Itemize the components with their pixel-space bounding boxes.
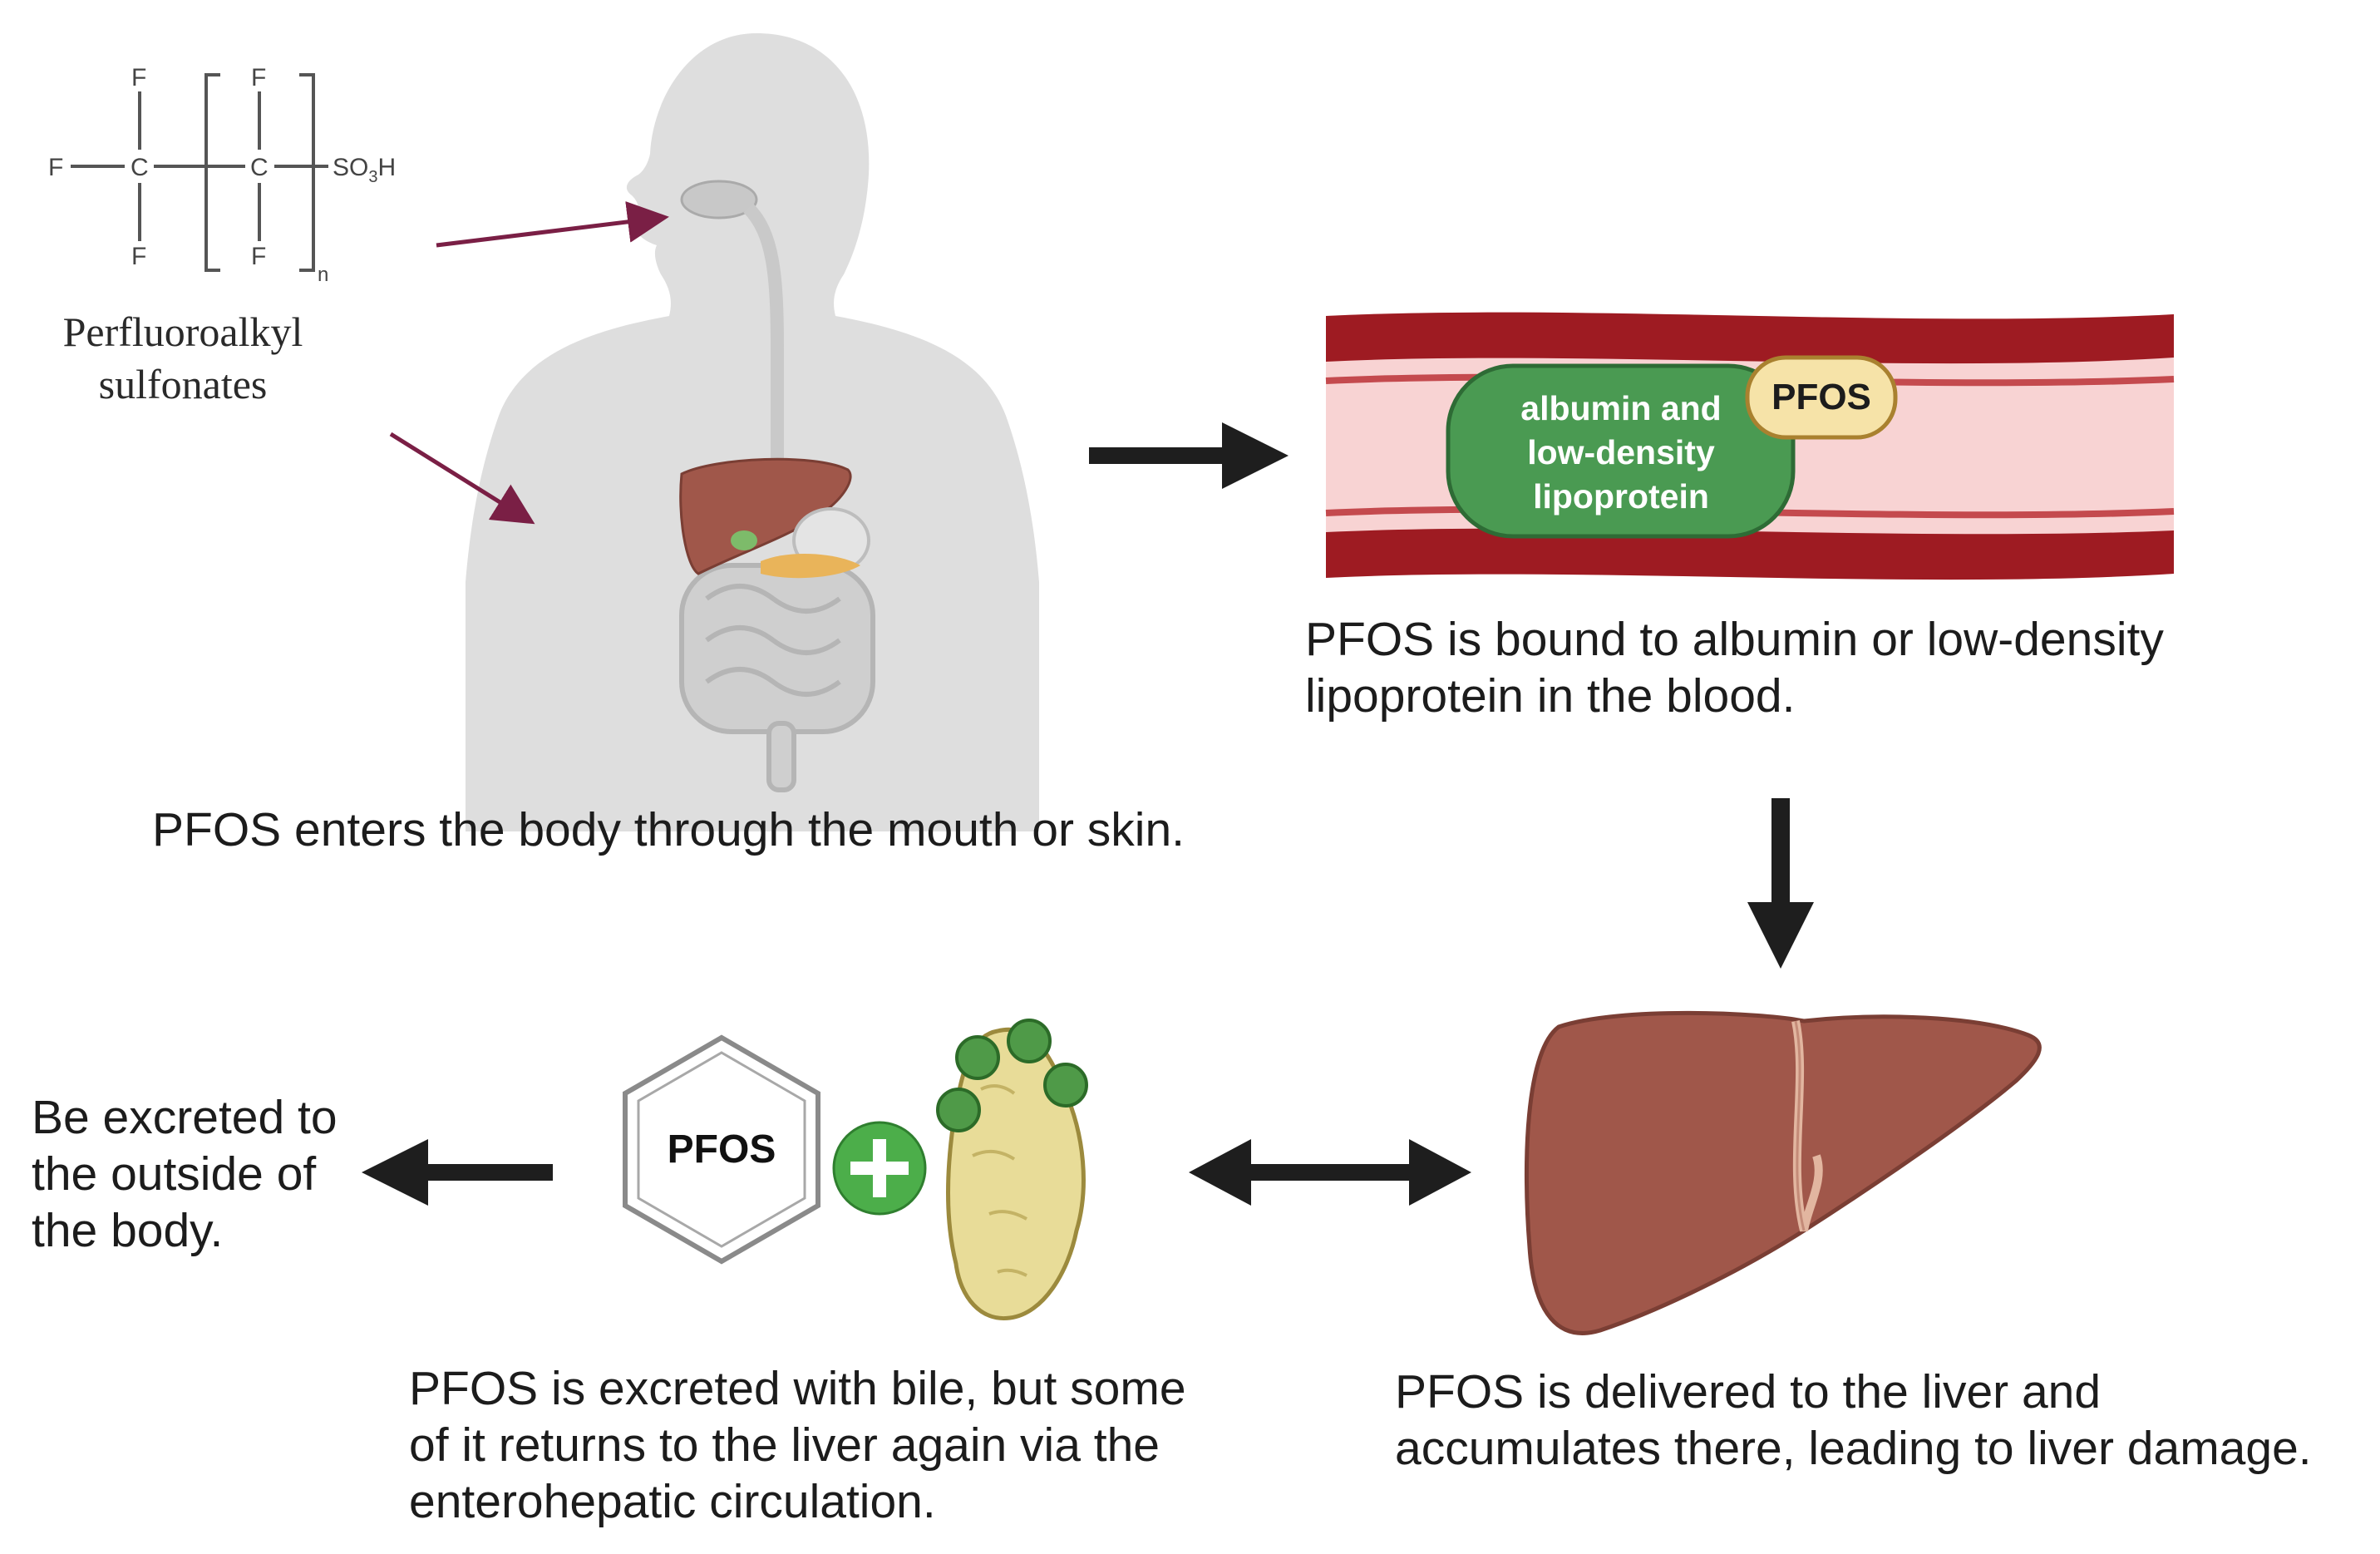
atom-f-c1-bottom: F bbox=[131, 243, 146, 270]
bile-bead bbox=[955, 1035, 1000, 1080]
arrow-liver-bile-bidirectional bbox=[1189, 1139, 1471, 1206]
excretion-caption-line1: Be excreted to bbox=[32, 1091, 338, 1144]
excretion-caption-line2: the outside of bbox=[32, 1147, 317, 1201]
carrier-label-line2: low-density bbox=[1527, 433, 1715, 471]
arrow-to-blood bbox=[1089, 422, 1289, 489]
body-silhouette bbox=[466, 33, 1039, 831]
liver-caption: PFOS is delivered to the liver and accum… bbox=[1395, 1364, 2376, 1477]
carrier-label-line3: lipoprotein bbox=[1533, 477, 1709, 516]
pfos-hexagon-label: PFOS bbox=[668, 1127, 776, 1172]
atom-c2: C bbox=[250, 154, 269, 181]
pfos-tag: PFOS bbox=[1745, 355, 1898, 440]
chemical-name: Perfluoroalkyl sulfonates bbox=[33, 306, 333, 411]
liver-caption-line1: PFOS is delivered to the liver and bbox=[1395, 1365, 2102, 1418]
blood-caption-line1: PFOS is bound to albumin or low-density bbox=[1305, 613, 2164, 666]
blood-caption-line2: lipoprotein in the blood. bbox=[1305, 669, 1796, 723]
excretion-caption: Be excreted to the outside of the body. bbox=[32, 1089, 381, 1259]
bile-bead bbox=[936, 1088, 981, 1132]
chemical-name-line1: Perfluoroalkyl bbox=[62, 308, 303, 355]
chemical-atoms: F C C F F F F SO3H n bbox=[48, 64, 396, 286]
plus-icon bbox=[832, 1121, 927, 1216]
esophagus bbox=[743, 203, 784, 466]
skin-entry-arrow bbox=[389, 432, 535, 525]
entry-caption: PFOS enters the body through the mouth o… bbox=[152, 803, 1185, 856]
arrow-to-liver bbox=[1747, 798, 1814, 969]
pfos-hexagon: PFOS bbox=[623, 1034, 820, 1265]
bile-bead bbox=[1007, 1019, 1052, 1063]
bile-caption: PFOS is excreted with bile, but some of … bbox=[409, 1360, 1323, 1530]
oral-cavity bbox=[680, 180, 758, 220]
atom-f-c2-bottom: F bbox=[251, 243, 266, 270]
chemical-structure bbox=[71, 73, 328, 272]
bile-caption-line1: PFOS is excreted with bile, but some bbox=[409, 1362, 1186, 1415]
arrow-to-excretion bbox=[362, 1139, 553, 1206]
bile-caption-line2: of it returns to the liver again via the bbox=[409, 1418, 1160, 1472]
repeat-n: n bbox=[318, 264, 328, 286]
carrier-protein: albumin and low-density lipoprotein bbox=[1446, 363, 1796, 539]
gallbladder-icon bbox=[731, 530, 757, 550]
vessel-top-wall bbox=[1326, 312, 2174, 364]
bile-bead bbox=[1043, 1063, 1088, 1108]
atom-f-c1-top: F bbox=[131, 64, 146, 91]
atom-f-left: F bbox=[48, 154, 63, 181]
blood-caption: PFOS is bound to albumin or low-density … bbox=[1305, 611, 2303, 724]
human-body-figure bbox=[466, 33, 1039, 831]
sulfonic-group: SO3H bbox=[333, 154, 396, 186]
bile-micelle-icon bbox=[936, 1019, 1088, 1321]
liver-icon bbox=[1524, 1010, 2042, 1335]
intestines-icon bbox=[679, 563, 875, 792]
atom-c1: C bbox=[131, 154, 149, 181]
carrier-label-line1: albumin and bbox=[1520, 389, 1721, 427]
atom-f-c2-top: F bbox=[251, 64, 266, 91]
liver-caption-line2: accumulates there, leading to liver dama… bbox=[1395, 1422, 2312, 1475]
chemical-name-line2: sulfonates bbox=[98, 361, 268, 407]
pfos-tag-label: PFOS bbox=[1771, 377, 1871, 417]
excretion-caption-line3: the body. bbox=[32, 1204, 224, 1257]
pancreas-icon bbox=[761, 553, 860, 579]
mouth-entry-arrow bbox=[436, 201, 669, 248]
vessel-bottom-wall bbox=[1326, 528, 2174, 580]
bile-caption-line3: enterohepatic circulation. bbox=[409, 1475, 936, 1528]
